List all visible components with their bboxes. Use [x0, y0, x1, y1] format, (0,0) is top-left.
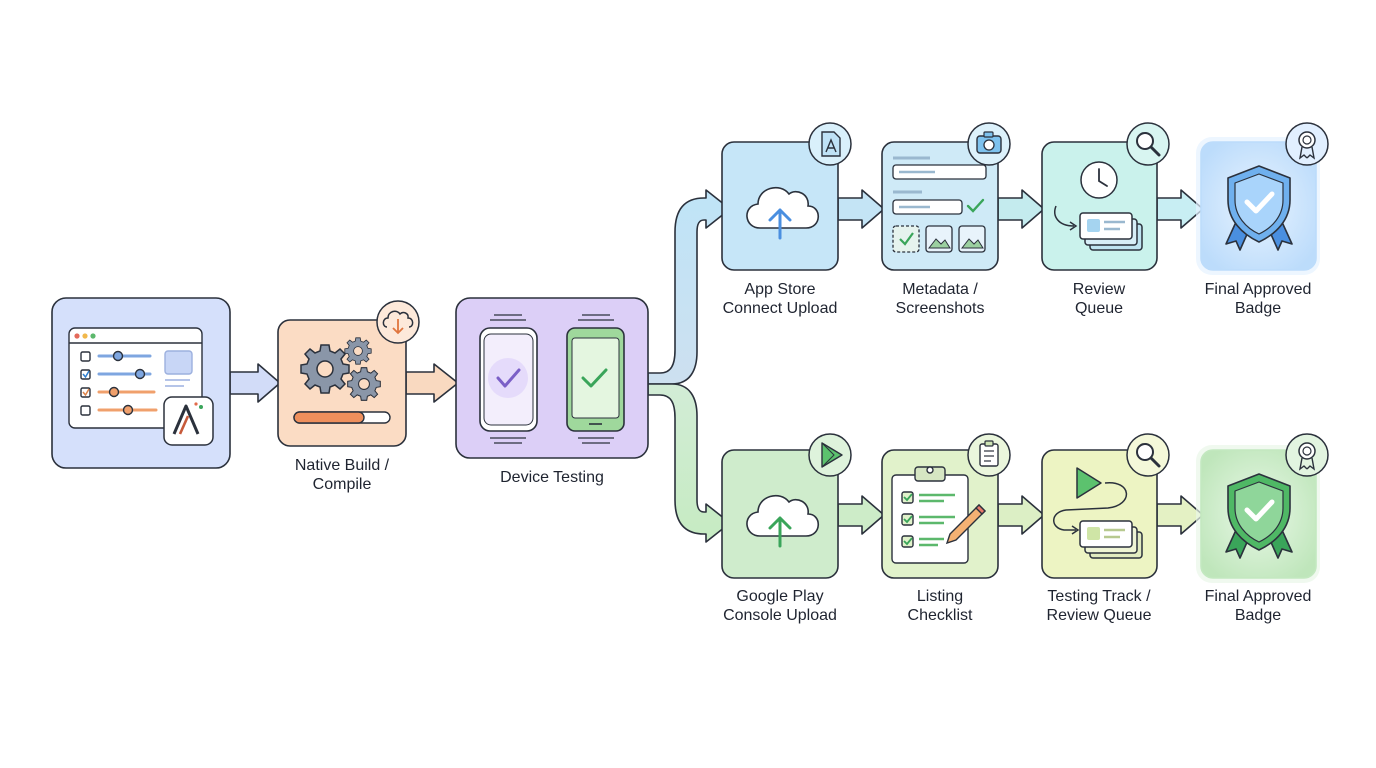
award-ribbon-icon: [1285, 122, 1329, 166]
magnifier-icon-play: [1126, 433, 1170, 477]
stage-play-badge: [1196, 433, 1329, 583]
clipboard-icon: [967, 433, 1011, 477]
arrow-play-upload-to-listing: [837, 495, 885, 535]
clipboard-checklist-icon: [891, 466, 986, 564]
play-track-icon: [1053, 467, 1143, 559]
shield-check-icon: [1225, 165, 1293, 251]
cloud-upload-icon: [746, 186, 820, 240]
label-play-listing-line-2: Checklist: [907, 607, 973, 624]
label-ios-upload-line-2: Connect Upload: [722, 300, 838, 317]
shield-check-icon-play: [1225, 473, 1293, 559]
label-testing: Device Testing: [462, 468, 642, 487]
stage-play-listing: [881, 433, 1011, 579]
stage-ios-badge: [1196, 122, 1329, 275]
award-ribbon-icon-play: [1285, 433, 1329, 477]
arrow-play-review-to-badge: [1156, 495, 1204, 535]
app-store-file-icon: [808, 122, 852, 166]
phones-check-icon: [479, 314, 625, 444]
label-play-review-line-2: Review Queue: [1046, 607, 1152, 624]
label-build-line-2: Compile: [312, 476, 372, 493]
label-ios-metadata-line-2: Screenshots: [895, 300, 985, 317]
label-play-badge-line-2: Badge: [1234, 607, 1282, 624]
arrow-testing-to-play: [647, 383, 731, 543]
label-play-badge-line-1: Final Approved: [1204, 588, 1312, 605]
clock-queue-icon: [1054, 161, 1143, 251]
label-ios-upload-line-1: App Store: [744, 281, 816, 298]
stage-ios-review: [1041, 122, 1170, 271]
label-ios-metadata-line-1: Metadata /: [902, 281, 978, 298]
label-play-upload-line-2: Console Upload: [723, 607, 837, 624]
arrow-editor-to-build: [229, 363, 281, 403]
app-logo-icon: [163, 396, 214, 446]
cloud-upload-icon-play: [746, 494, 820, 548]
play-store-icon: [808, 433, 852, 477]
magnifier-icon: [1126, 122, 1170, 166]
label-play-upload-line-1: Google Play: [736, 588, 824, 605]
cloud-download-icon: [376, 300, 420, 344]
label-build-line-1: Native Build /: [294, 457, 390, 474]
stage-testing: [455, 297, 649, 459]
arrow-build-to-testing: [405, 363, 459, 403]
label-ios-review-line-2: Queue: [1074, 300, 1124, 317]
label-ios-badge-line-2: Badge: [1234, 300, 1282, 317]
label-play-listing: Listing Checklist: [850, 587, 1030, 625]
label-play-upload: Google Play Console Upload: [690, 587, 870, 625]
arrow-ios-metadata-to-review: [997, 189, 1045, 229]
label-play-listing-line-1: Listing: [916, 588, 964, 605]
label-play-review-line-1: Testing Track /: [1047, 588, 1151, 605]
stage-ios-metadata: [881, 122, 1011, 271]
camera-icon: [967, 122, 1011, 166]
label-ios-metadata: Metadata / Screenshots: [850, 280, 1030, 318]
label-ios-badge: Final Approved Badge: [1168, 280, 1348, 318]
arrow-ios-review-to-badge: [1156, 189, 1204, 229]
label-ios-upload: App Store Connect Upload: [690, 280, 870, 318]
stage-ios-upload: [721, 122, 852, 271]
stage-build: [277, 300, 420, 447]
stage-play-upload: [721, 433, 852, 579]
label-ios-review-line-1: Review: [1072, 281, 1126, 298]
label-play-badge: Final Approved Badge: [1168, 587, 1348, 625]
stage-editor: [51, 297, 231, 469]
form-screenshots-icon: [892, 156, 987, 253]
progress-bar: [293, 411, 391, 424]
label-ios-review: Review Queue: [1009, 280, 1189, 318]
label-ios-badge-line-1: Final Approved: [1204, 281, 1312, 298]
arrow-ios-upload-to-metadata: [837, 189, 885, 229]
label-testing-line-1: Device Testing: [500, 469, 604, 486]
arrow-play-listing-to-review: [997, 495, 1045, 535]
label-build: Native Build / Compile: [252, 456, 432, 494]
connector-arrows: [229, 189, 1204, 543]
gears-icon: [300, 337, 381, 401]
arrow-testing-to-ios: [647, 189, 731, 385]
label-play-review: Testing Track / Review Queue: [1009, 587, 1189, 625]
stage-play-review: [1041, 433, 1170, 579]
